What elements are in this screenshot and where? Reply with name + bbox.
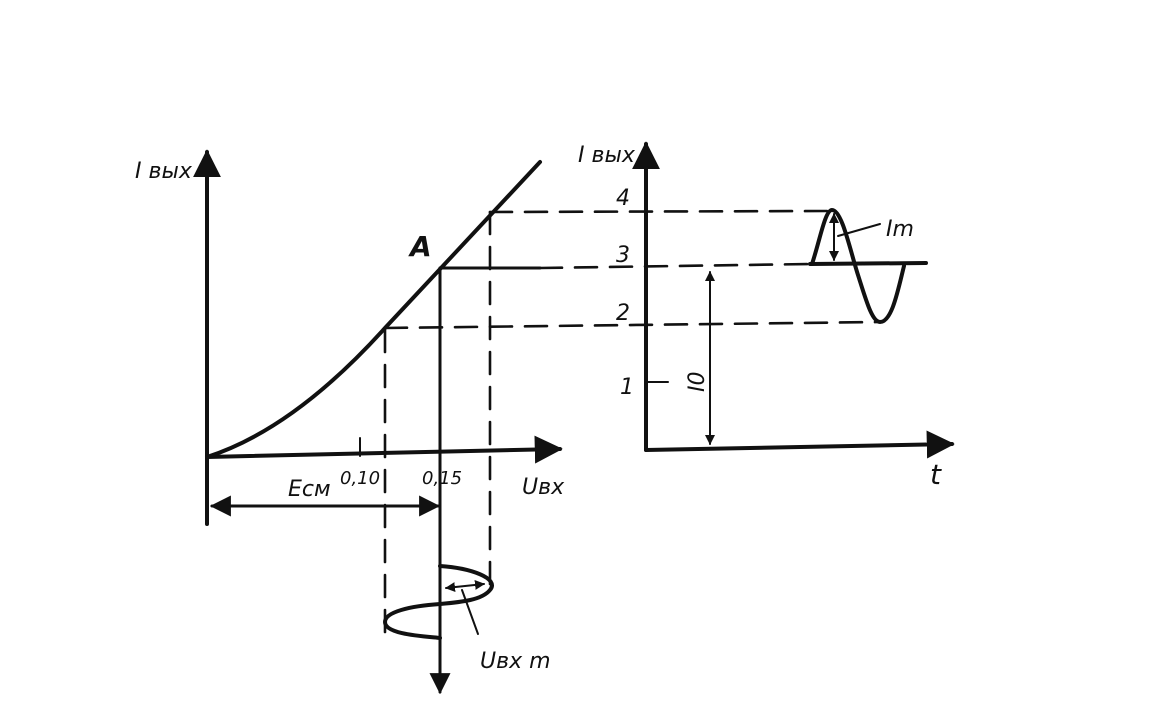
output-amplitude-label: Im	[886, 217, 914, 242]
bias-label: Eсм	[288, 477, 331, 502]
tick-label-015: 0,15	[422, 468, 462, 489]
right-y-axis-label: I вых	[578, 143, 636, 168]
input-amplitude-label: Uвх m	[480, 649, 551, 674]
projection-level-2	[383, 320, 882, 330]
quiescent-current-label: I0	[685, 372, 710, 393]
input-amplitude-leader	[461, 589, 479, 635]
level-label-1: 1	[620, 375, 634, 400]
level-label-3: 3	[616, 243, 630, 268]
output-sinusoid	[810, 208, 906, 324]
input-amplitude-arrow	[445, 579, 485, 593]
projection-level-3	[538, 262, 812, 270]
tick-label-010: 0,10	[340, 468, 380, 489]
left-x-axis-label: Uвх	[522, 475, 565, 500]
output-amplitude-leader	[837, 223, 881, 237]
projection-level-4	[488, 209, 832, 214]
left-y-axis-label: I вых	[135, 159, 193, 184]
transfer-curve	[205, 160, 542, 459]
input-sinusoid	[383, 564, 494, 640]
right-t-axis-label: t	[930, 458, 942, 491]
quiescent-level-line	[808, 261, 928, 266]
operating-point-label: A	[408, 230, 432, 263]
right-t-axis	[644, 430, 955, 459]
left-x-axis	[205, 435, 563, 464]
level-label-2: 2	[616, 301, 630, 326]
level-label-4: 4	[616, 186, 630, 211]
